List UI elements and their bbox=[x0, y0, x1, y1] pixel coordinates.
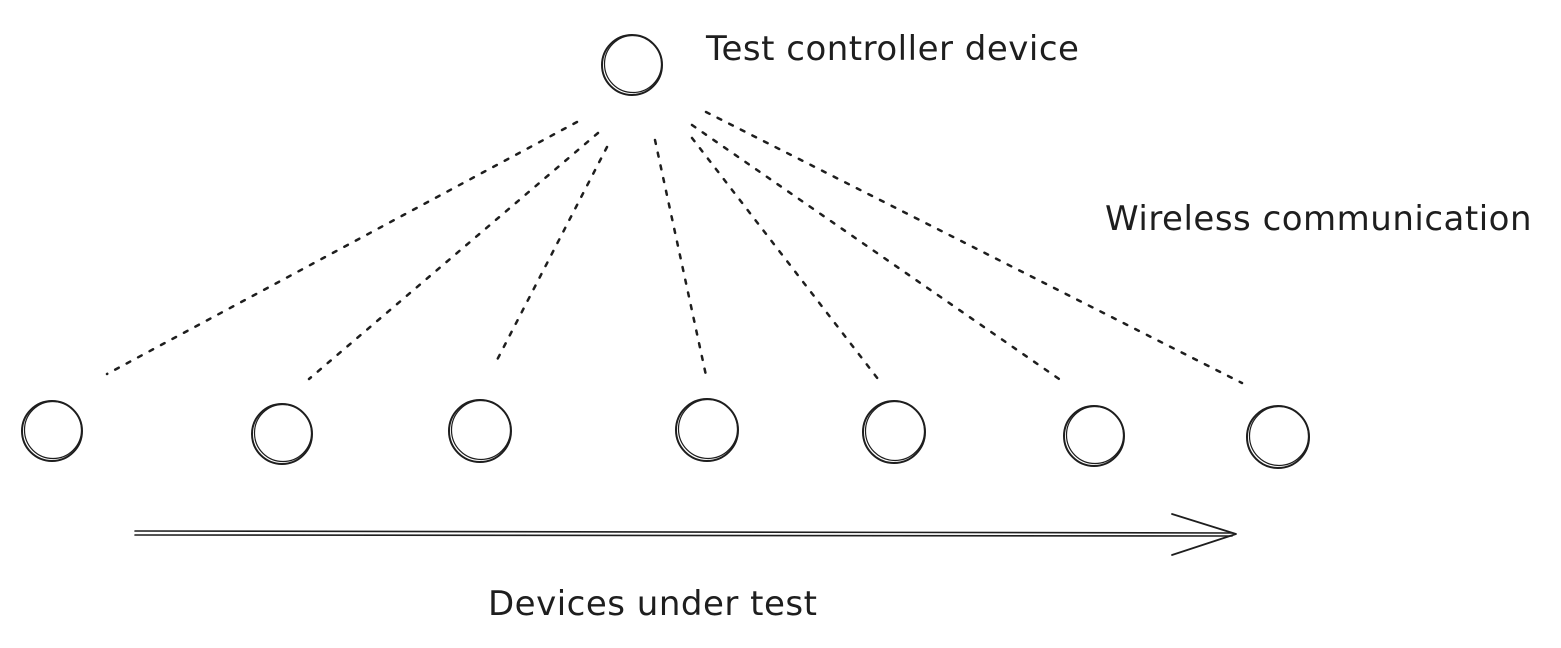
link-3 bbox=[494, 145, 609, 364]
device-node-3 bbox=[448, 399, 512, 463]
devices-label: Devices under test bbox=[488, 584, 817, 624]
device-node-5 bbox=[862, 400, 926, 464]
link-7 bbox=[704, 110, 1244, 385]
device-node-7 bbox=[1246, 405, 1310, 469]
devices-arrow bbox=[134, 513, 1237, 556]
devices-under-test bbox=[21, 398, 1310, 469]
wireless-label: Wireless communication bbox=[1105, 199, 1532, 239]
link-1 bbox=[105, 120, 579, 376]
link-4 bbox=[653, 138, 709, 382]
wireless-links bbox=[105, 110, 1244, 385]
device-node-2 bbox=[251, 403, 313, 465]
device-node-1 bbox=[21, 400, 83, 462]
controller-node bbox=[601, 34, 663, 96]
link-5 bbox=[690, 136, 880, 381]
controller-label: Test controller device bbox=[705, 29, 1079, 69]
link-6 bbox=[690, 123, 1064, 383]
device-node-6 bbox=[1063, 405, 1125, 467]
device-node-4 bbox=[675, 398, 739, 462]
link-2 bbox=[307, 131, 600, 381]
